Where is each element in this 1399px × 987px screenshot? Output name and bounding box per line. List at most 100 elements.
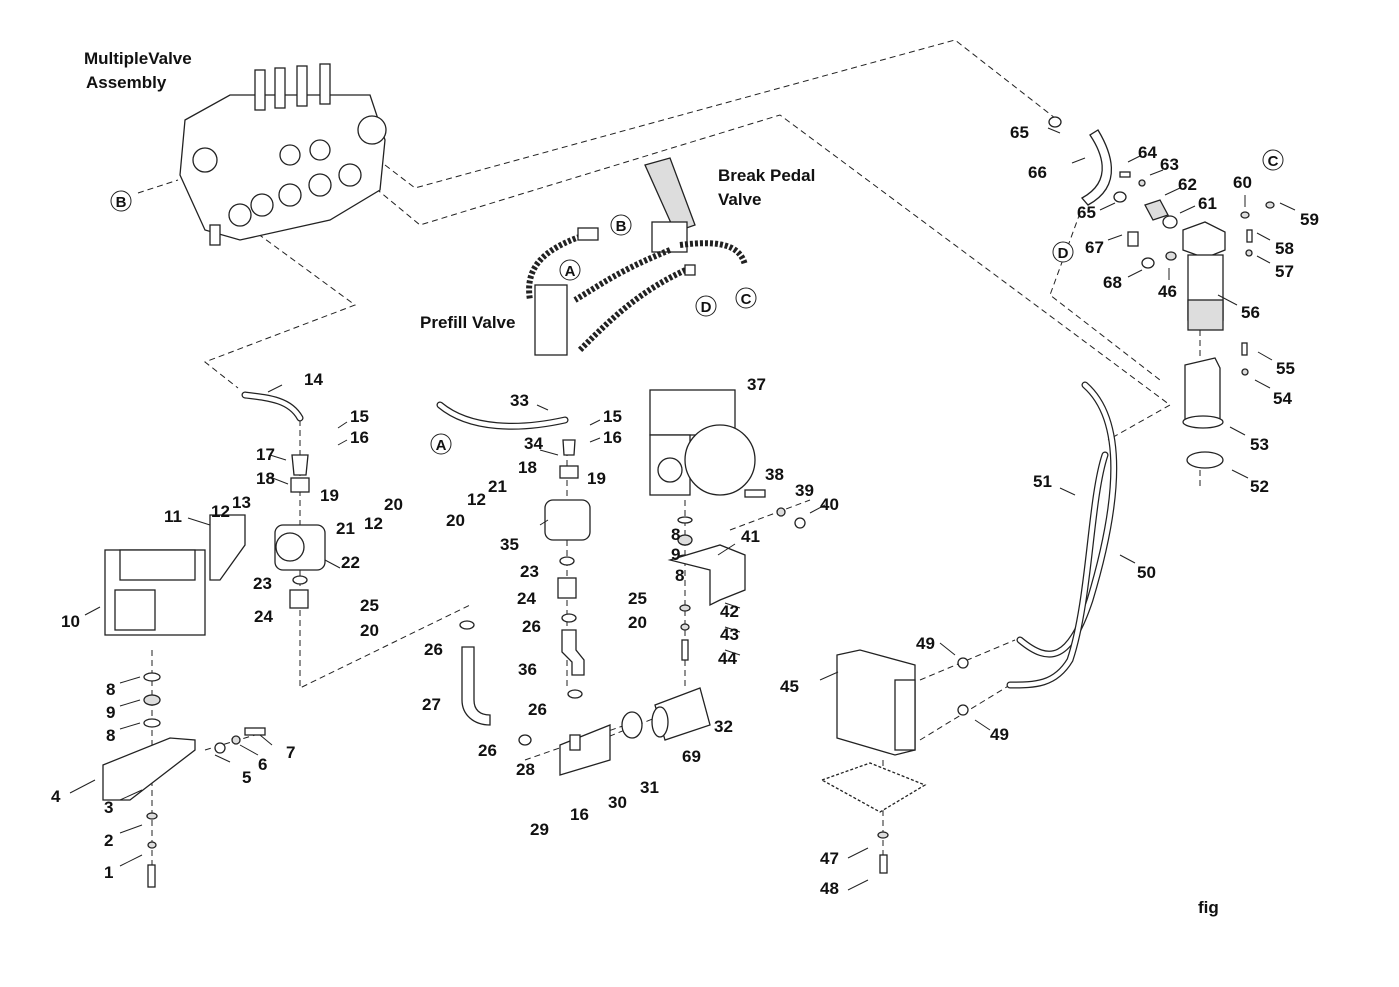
- part-label: 22: [341, 553, 360, 572]
- part-label: 20: [360, 621, 379, 640]
- part-label: 12: [211, 502, 230, 521]
- svg-text:D: D: [701, 299, 712, 316]
- part-label: 8: [106, 680, 115, 699]
- part-label: 50: [1137, 563, 1156, 582]
- part-label: 43: [720, 625, 739, 644]
- part-label: 29: [530, 820, 549, 839]
- part-label: 47: [820, 849, 839, 868]
- part-label: 54: [1273, 389, 1292, 408]
- route-24-to-26: [299, 604, 471, 689]
- part-label: 30: [608, 793, 627, 812]
- part-label: 58: [1275, 239, 1294, 258]
- part-label: 60: [1233, 173, 1252, 192]
- route-5-7: [204, 734, 256, 751]
- callout-B-pedal: B: [610, 214, 632, 236]
- part-label: 38: [765, 465, 784, 484]
- filter-assembly-drawing: [1048, 116, 1275, 469]
- part-label: 25: [360, 596, 379, 615]
- part-label: 19: [320, 486, 339, 505]
- part-label: 1: [104, 863, 113, 882]
- callout-A-hose33: A: [430, 433, 452, 455]
- part-label: 45: [780, 677, 799, 696]
- part-label: 21: [488, 477, 507, 496]
- hose-33-drawing: [436, 401, 569, 430]
- part-label: 26: [528, 700, 547, 719]
- svg-text:D: D: [1058, 245, 1069, 262]
- part-label: 65: [1010, 123, 1029, 142]
- part-label: 36: [518, 660, 537, 679]
- callout-A-prefill: A: [559, 259, 581, 281]
- route-valve-to-65: [384, 39, 1056, 189]
- part-label: 5: [242, 768, 251, 787]
- bracket-4-drawing: [102, 672, 266, 888]
- part-label: 26: [424, 640, 443, 659]
- part-label: 66: [1028, 163, 1047, 182]
- part-label: 16: [603, 428, 622, 447]
- part-label: 37: [747, 375, 766, 394]
- route-valve-to-14: [203, 227, 357, 389]
- part-label: 26: [522, 617, 541, 636]
- part-label: 25: [628, 589, 647, 608]
- brake-pedal-drawing: [526, 157, 748, 356]
- part-label: 8: [671, 525, 680, 544]
- part-label: 52: [1250, 477, 1269, 496]
- part-label: 49: [916, 634, 935, 653]
- route-B-valve: [137, 179, 179, 194]
- part-label: 15: [350, 407, 369, 426]
- svg-text:C: C: [741, 291, 752, 308]
- part-label: 42: [720, 602, 739, 621]
- part-label: 31: [640, 778, 659, 797]
- part-label: 48: [820, 879, 839, 898]
- part-label: 65: [1077, 203, 1096, 222]
- part-label: 20: [446, 511, 465, 530]
- callout-C-pedal: C: [735, 287, 757, 309]
- route-valve-to-51: [367, 114, 1171, 441]
- part-label: 49: [990, 725, 1009, 744]
- part-label: 24: [254, 607, 273, 626]
- part-label: 20: [384, 495, 403, 514]
- part-label: 7: [286, 743, 295, 762]
- title-break-pedal-line2: Valve: [718, 190, 762, 209]
- part-label: 16: [350, 428, 369, 447]
- part-label: 56: [1241, 303, 1260, 322]
- part-label: 19: [587, 469, 606, 488]
- part-label: 20: [628, 613, 647, 632]
- part-label: 51: [1033, 472, 1052, 491]
- part-label: 12: [364, 514, 383, 533]
- part-label: 69: [682, 747, 701, 766]
- callout-D-filter: D: [1052, 241, 1074, 263]
- part-label: 39: [795, 481, 814, 500]
- title-break-pedal-line1: Break Pedal: [718, 166, 815, 185]
- part-label: 61: [1198, 194, 1217, 213]
- part-label: 9: [671, 545, 680, 564]
- part-label: 9: [106, 703, 115, 722]
- part-label: 23: [253, 574, 272, 593]
- part-label: 59: [1300, 210, 1319, 229]
- part-label: 6: [258, 755, 267, 774]
- figure-caption: fig: [1198, 898, 1219, 917]
- part-label: 28: [516, 760, 535, 779]
- part-label: 8: [106, 726, 115, 745]
- callout-C-filter: C: [1262, 149, 1284, 171]
- part-labels: 1 2 3 4 5 6 7 8 9 8 10 11 12 13 14 15 16…: [51, 123, 1319, 898]
- part-label: 33: [510, 391, 529, 410]
- part-label: 34: [524, 434, 543, 453]
- callout-D-pedal: D: [695, 295, 717, 317]
- part-label: 64: [1138, 143, 1157, 162]
- part-label: 15: [603, 407, 622, 426]
- svg-text:A: A: [436, 437, 447, 454]
- motor-37-drawing: [649, 389, 806, 661]
- hoses-50-51-drawing: [1006, 381, 1118, 689]
- motor-10-drawing: [104, 454, 326, 636]
- pump-35-drawing: [544, 439, 591, 699]
- route-38-40: [729, 499, 811, 531]
- part-label: 14: [304, 370, 323, 389]
- callout-B-valve: B: [110, 190, 132, 212]
- route-69-32: [599, 699, 701, 741]
- part-label: 55: [1276, 359, 1295, 378]
- title-multiple-valve-line1: MultipleValve: [84, 49, 192, 68]
- part-label: 23: [520, 562, 539, 581]
- part-label: 27: [422, 695, 441, 714]
